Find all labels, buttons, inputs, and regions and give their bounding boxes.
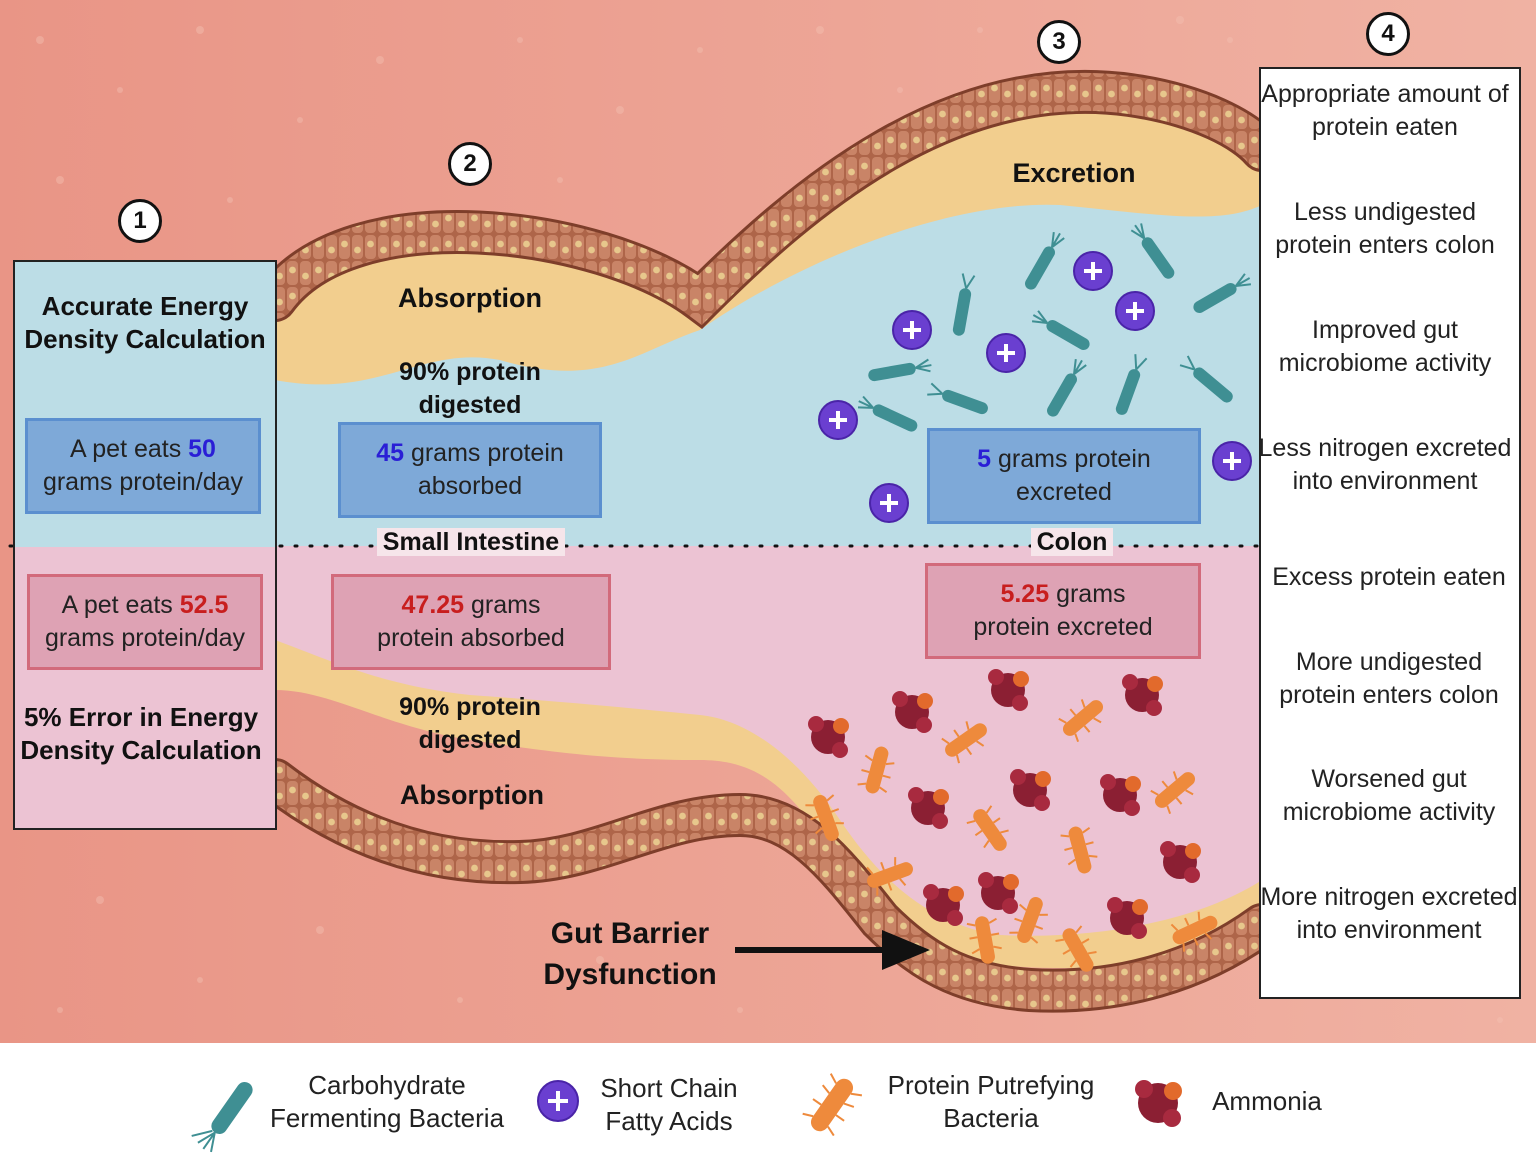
digested-label-top: 90% protein digested — [399, 358, 541, 419]
colon-text: Colon — [1030, 528, 1114, 556]
gut-barrier-dysfunction-label: Gut Barrier Dysfunction — [543, 917, 717, 991]
small-intestine-text: Small Intestine — [376, 528, 566, 556]
excreted-label: excreted — [1016, 478, 1112, 506]
excretion-label: Excretion — [1012, 158, 1136, 188]
outcome-negative-3: Worsened gut microbiome activity — [1282, 765, 1496, 826]
gut-barrier-arrow — [735, 930, 930, 970]
grams-protein-label: grams protein — [991, 445, 1151, 473]
absorbed-value-45: 45 — [376, 439, 404, 467]
grams-label: grams — [464, 591, 541, 619]
small-intestine-label: Small Intestine — [340, 528, 602, 557]
grams-per-day-label: grams protein/day — [44, 624, 246, 652]
carb-bacteria-group — [857, 223, 1252, 432]
excreted-value-5: 5 — [977, 445, 992, 473]
pet-eats-52-5-box: A pet eats 52.5 grams protein/day — [27, 574, 263, 670]
pet-eats-label: A pet eats — [70, 435, 189, 463]
absorption-label-bottom: Absorption — [400, 780, 544, 810]
grams-protein-label: grams protein — [404, 439, 564, 467]
protein-excreted-5-box: 5 grams protein excreted — [927, 428, 1201, 524]
outcome-positive-3: Improved gut microbiome activity — [1278, 316, 1492, 377]
outcome-positive-1: Appropriate amount of protein eaten — [1261, 80, 1509, 141]
legend-scfa-label: Short Chain Fatty Acids — [600, 1073, 738, 1136]
legend-ammonia-label: Ammonia — [1212, 1086, 1322, 1116]
scfa-group — [818, 251, 1252, 523]
absorbed-label: absorbed — [417, 472, 523, 500]
step-1-badge: 1 — [118, 199, 162, 243]
legend-carbohydrate-bacteria-label: Carbohydrate Fermenting Bacteria — [269, 1070, 505, 1133]
protein-value-50: 50 — [188, 435, 216, 463]
legend-background — [0, 1043, 1536, 1153]
protein-excreted-5-25-box: 5.25 grams protein excreted — [925, 563, 1201, 659]
absorbed-value-47-25: 47.25 — [401, 591, 465, 619]
protein-absorbed-45-box: 45 grams protein absorbed — [338, 422, 602, 518]
digested-label-bottom: 90% protein digested — [399, 693, 541, 754]
step-3-badge: 3 — [1037, 20, 1081, 64]
protein-value-52-5: 52.5 — [179, 591, 229, 619]
ammonia-icon — [1135, 1080, 1182, 1127]
pet-eats-50-box: A pet eats 50 grams protein/day — [25, 418, 261, 514]
intestinal-wall-bottom — [256, 761, 1281, 1010]
carbohydrate-bacteria-icon — [191, 1081, 253, 1153]
excreted-value-5-25: 5.25 — [1000, 580, 1050, 608]
outcome-positive-4: Less nitrogen excreted into environment — [1258, 434, 1512, 495]
step-2-badge: 2 — [448, 142, 492, 186]
outcome-negative-4: More nitrogen excreted into environment — [1260, 883, 1518, 944]
absorption-label-top: Absorption — [398, 283, 542, 313]
scfa-icon — [537, 1080, 579, 1122]
outcome-positive-2: Less undigested protein enters colon — [1275, 198, 1495, 259]
protein-absorbed-label: protein absorbed — [377, 624, 565, 652]
colon-label: Colon — [990, 528, 1154, 557]
tissue-texture — [36, 16, 1503, 1023]
pet-eats-label: A pet eats — [61, 591, 180, 619]
error-calc-title: 5% Error in Energy Density Calculation — [20, 702, 262, 765]
step-4-badge: 4 — [1366, 12, 1410, 56]
intestinal-wall-top — [256, 72, 1281, 326]
protein-absorbed-47-25-box: 47.25 grams protein absorbed — [331, 574, 611, 670]
grams-per-day-label: grams protein/day — [42, 468, 244, 496]
protein-bacteria-group — [805, 699, 1218, 972]
outcomes-panel — [1259, 67, 1521, 999]
outcome-negative-2: More undigested protein enters colon — [1279, 648, 1499, 709]
outcome-negative-1: Excess protein eaten — [1272, 563, 1506, 591]
grams-label: grams — [1049, 580, 1126, 608]
accurate-calc-title: Accurate Energy Density Calculation — [24, 291, 266, 354]
ammonia-group — [808, 669, 1201, 939]
protein-bacteria-icon — [802, 1073, 863, 1137]
legend-protein-bacteria-label: Protein Putrefying Bacteria — [887, 1070, 1095, 1133]
protein-excreted-label: protein excreted — [973, 613, 1153, 641]
